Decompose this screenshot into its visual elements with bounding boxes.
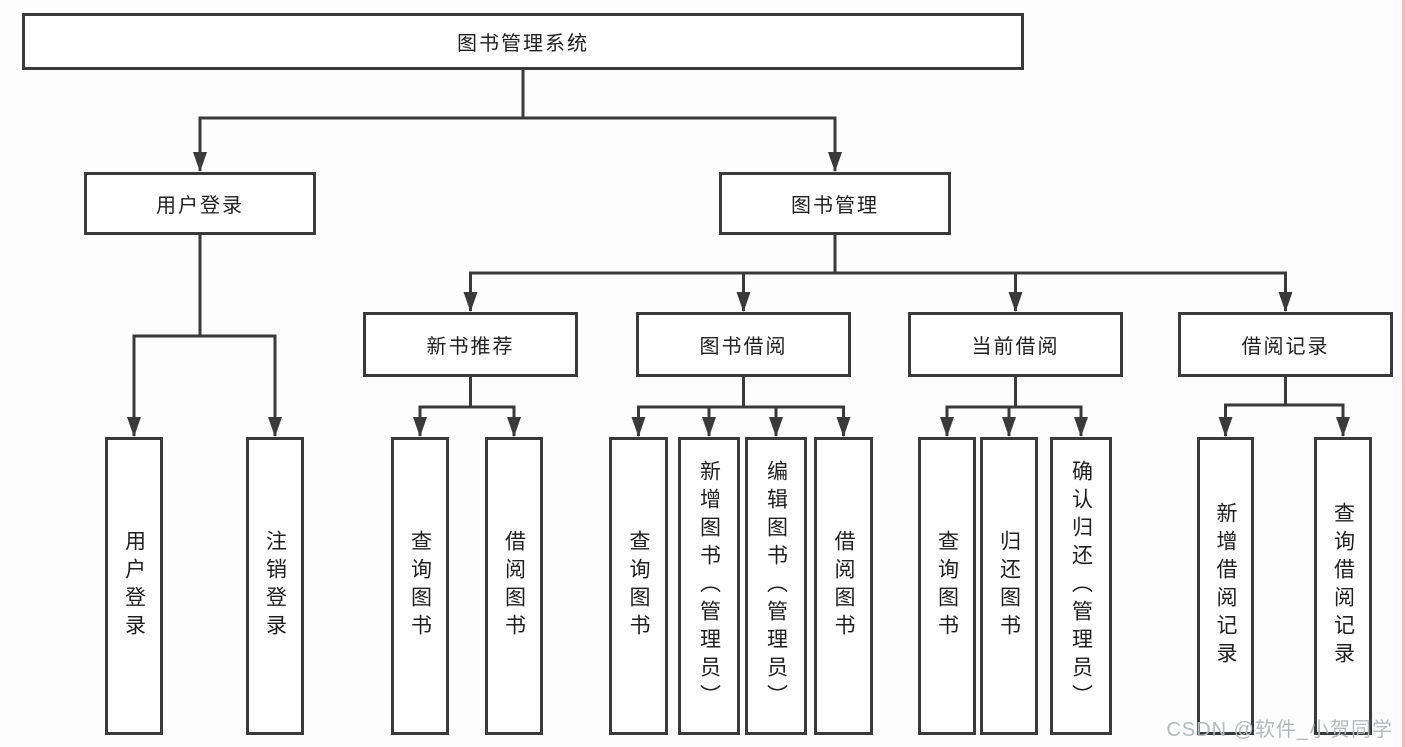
- watermark: CSDN @软件_小贺同学: [1166, 719, 1393, 741]
- node-box-recd-add: 新增借阅记录: [1197, 437, 1254, 735]
- node-box-recommend: 新书推荐: [363, 312, 578, 377]
- node-label-current: 当前借阅: [971, 336, 1060, 358]
- node-label-cur-return: 归还图书: [997, 530, 1021, 642]
- node-box-bor-add: 新增图书（管理员）: [678, 437, 740, 735]
- node-label-rec-borrow: 借阅图书: [502, 530, 526, 642]
- node-label-bor-add: 新增图书（管理员）: [697, 460, 721, 712]
- node-label-root: 图书管理系统: [457, 33, 589, 55]
- node-label-cur-confirm: 确认归还（管理员）: [1069, 460, 1093, 712]
- node-label-login: 用户登录: [156, 195, 244, 217]
- node-box-rec-borrow: 借阅图书: [485, 437, 543, 735]
- node-label-recommend: 新书推荐: [426, 336, 515, 358]
- node-label-login-out: 注销登录: [263, 530, 287, 642]
- node-box-root: 图书管理系统: [22, 13, 1024, 70]
- node-box-bor-query: 查询图书: [609, 437, 668, 735]
- node-label-rec-query: 查询图书: [408, 530, 432, 642]
- node-label-bor-query: 查询图书: [627, 530, 650, 642]
- node-box-books: 图书管理: [719, 172, 951, 235]
- node-box-borrow: 图书借阅: [636, 312, 851, 377]
- node-box-cur-query: 查询图书: [918, 437, 976, 735]
- node-label-recd-add: 新增借阅记录: [1214, 502, 1237, 670]
- node-label-recd-query: 查询借阅记录: [1331, 502, 1355, 670]
- node-box-current: 当前借阅: [908, 312, 1123, 377]
- node-label-login-do: 用户登录: [122, 530, 146, 642]
- node-label-cur-query: 查询图书: [935, 530, 959, 642]
- node-box-cur-return: 归还图书: [980, 437, 1038, 735]
- node-label-borrow: 图书借阅: [699, 336, 788, 358]
- node-box-bor-lend: 借阅图书: [814, 437, 873, 735]
- node-label-records: 借阅记录: [1241, 336, 1330, 358]
- node-box-cur-confirm: 确认归还（管理员）: [1050, 437, 1112, 735]
- node-box-records: 借阅记录: [1178, 312, 1393, 377]
- node-box-login: 用户登录: [84, 172, 316, 235]
- node-box-rec-query: 查询图书: [391, 437, 449, 735]
- node-label-bor-lend: 借阅图书: [832, 530, 855, 642]
- node-box-bor-edit: 编辑图书（管理员）: [745, 437, 807, 735]
- node-box-login-out: 注销登录: [246, 437, 304, 735]
- node-label-bor-edit: 编辑图书（管理员）: [764, 460, 788, 712]
- node-box-login-do: 用户登录: [105, 437, 163, 735]
- node-label-books: 图书管理: [791, 195, 879, 217]
- node-box-recd-query: 查询借阅记录: [1314, 437, 1372, 735]
- right-edge-strip: [1402, 0, 1405, 747]
